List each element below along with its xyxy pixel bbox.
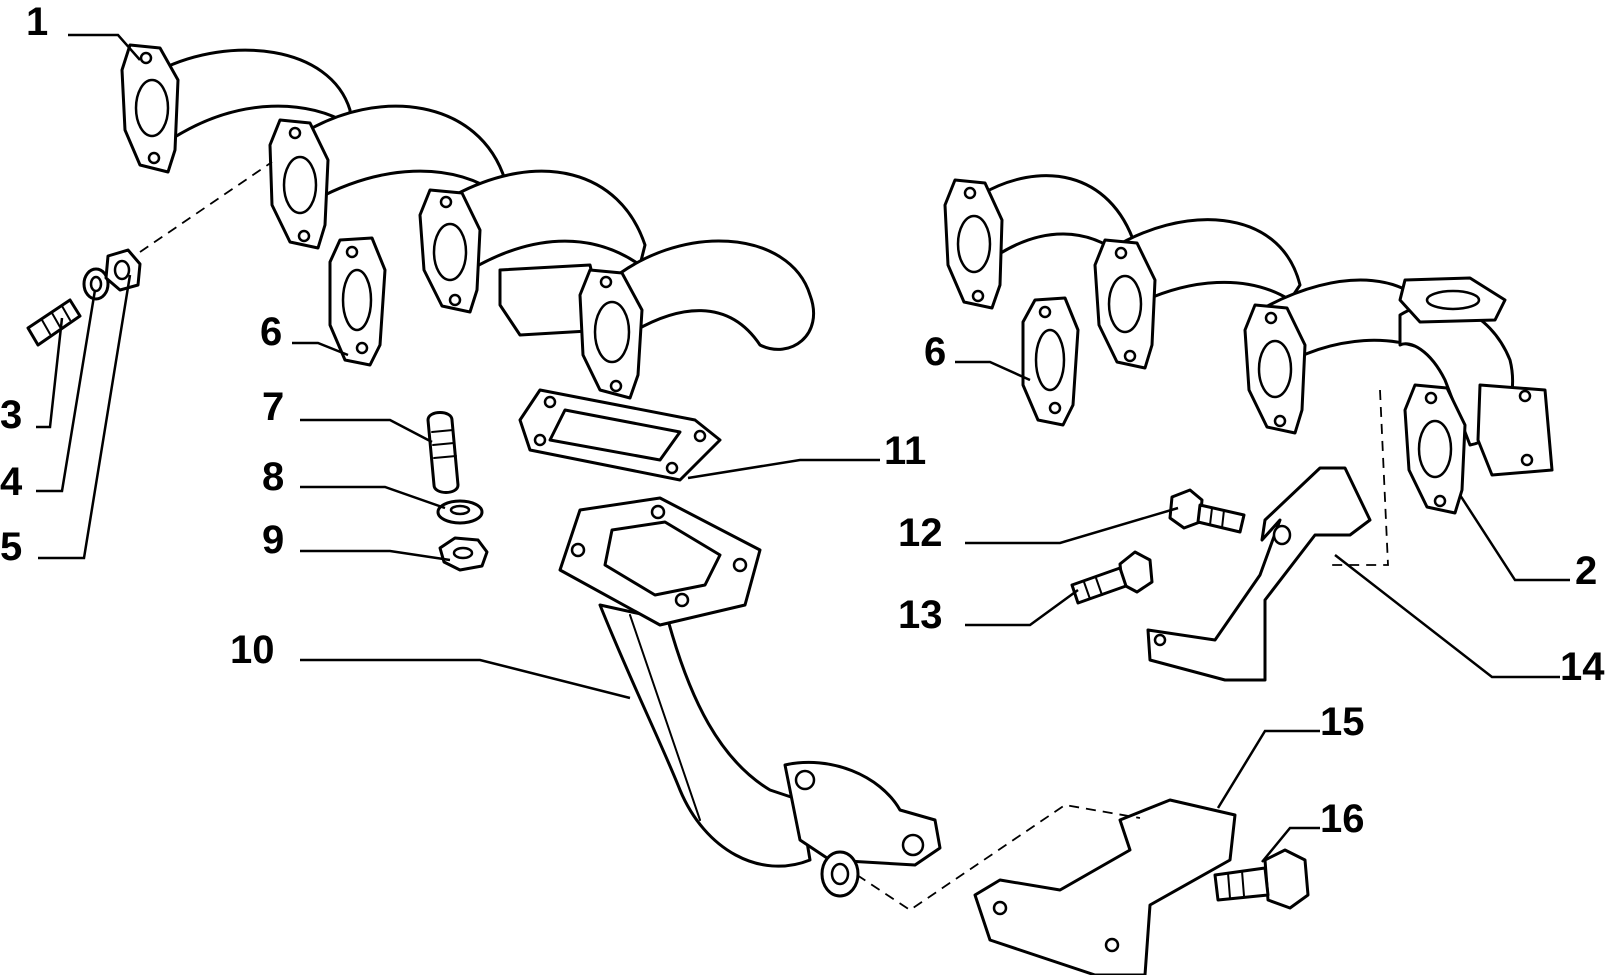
part-14-bracket[interactable] <box>1146 466 1372 682</box>
part-15-support-bracket[interactable] <box>973 798 1237 975</box>
callout-2: 2 <box>1575 549 1597 593</box>
callout-5: 5 <box>0 525 22 569</box>
callout-14: 14 <box>1560 645 1605 689</box>
leader-lines <box>36 33 1570 863</box>
callout-4: 4 <box>0 460 23 504</box>
part-16-bolt[interactable] <box>1213 848 1310 910</box>
callout-6-right: 6 <box>924 330 946 374</box>
callout-12: 12 <box>898 511 943 555</box>
part-6-gasket-left[interactable] <box>328 236 387 367</box>
part-5-nut[interactable] <box>104 248 142 292</box>
part-12-bolt[interactable] <box>1168 488 1246 534</box>
callout-13: 13 <box>898 593 943 637</box>
part-10-exhaust-downpipe[interactable] <box>558 496 942 898</box>
part-2-right-exhaust-manifold[interactable] <box>943 174 1554 515</box>
callout-7: 7 <box>262 385 284 429</box>
part-6-gasket-right[interactable] <box>1021 296 1080 427</box>
part-11-flange-gasket[interactable] <box>518 388 722 482</box>
callout-8: 8 <box>262 455 284 499</box>
callout-1: 1 <box>26 0 48 44</box>
part-9-nut[interactable] <box>438 536 489 572</box>
callout-11: 11 <box>884 429 926 473</box>
callout-10: 10 <box>230 628 275 672</box>
part-7-stud[interactable] <box>426 411 460 494</box>
callout-15: 15 <box>1320 700 1365 744</box>
callout-3: 3 <box>0 393 22 437</box>
part-1-left-exhaust-manifold[interactable] <box>120 43 816 400</box>
callout-9: 9 <box>262 518 284 562</box>
callout-16: 16 <box>1320 797 1365 841</box>
part-3-stud[interactable] <box>26 298 82 347</box>
part-8-washer[interactable] <box>436 499 484 525</box>
callout-labels: 1 2 3 4 5 6 6 7 8 9 10 11 12 13 14 15 16 <box>0 0 1605 841</box>
part-4-washer[interactable] <box>82 267 110 301</box>
callout-6-left: 6 <box>260 310 282 354</box>
part-13-bolt[interactable] <box>1070 550 1154 605</box>
